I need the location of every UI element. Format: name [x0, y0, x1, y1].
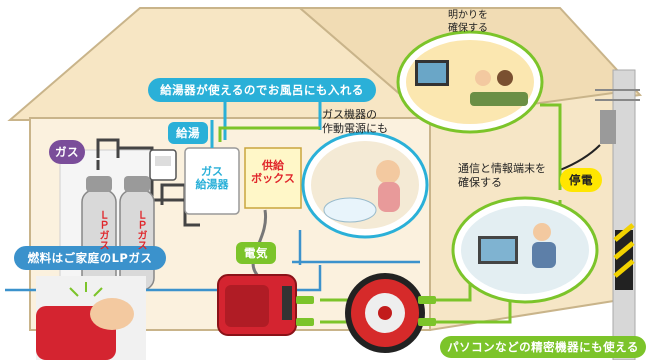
- gas-label: ガス: [49, 140, 85, 164]
- communication-caption: 通信と情報端末を 確保する: [458, 162, 546, 189]
- pc-equipment-banner: パソコンなどの精密機器にも使える: [440, 336, 646, 358]
- lp-cylinder-left-label: ＬＰガス: [97, 210, 108, 250]
- supply-box: [244, 147, 302, 209]
- bubble-kitchen: [301, 131, 429, 239]
- supply-box-label: 供給 ボックス: [251, 159, 295, 185]
- extension-cord-reel: [345, 273, 425, 353]
- bubble-computer: [451, 196, 599, 304]
- portable-generator: [217, 274, 297, 336]
- electricity-label: 電気: [236, 242, 276, 264]
- lighting-caption: 明かりを 確保する: [448, 10, 488, 34]
- pole-transformer: [600, 110, 616, 144]
- plug: [296, 296, 314, 304]
- hot-water-label: 給湯: [168, 122, 208, 144]
- green-power-line: [218, 126, 320, 142]
- lp-gas-fuel-banner: 燃料はご家庭のLPガス: [14, 246, 166, 270]
- lp-cylinder-right-label: ＬＰガス: [135, 210, 146, 250]
- gas-device-power-caption: ガス機器の 作動電源にも: [322, 108, 388, 135]
- power-cable: [559, 144, 601, 171]
- bubble-living-room: [396, 30, 544, 134]
- water-heater-bath-banner: 給湯器が使えるのでお風呂にも入れる: [148, 78, 376, 102]
- utility-pole: [612, 69, 636, 360]
- generator-closeup-inset: [36, 276, 146, 360]
- outage-label: 停電: [560, 168, 602, 192]
- water-heater-label: ガス 給湯器: [195, 165, 229, 191]
